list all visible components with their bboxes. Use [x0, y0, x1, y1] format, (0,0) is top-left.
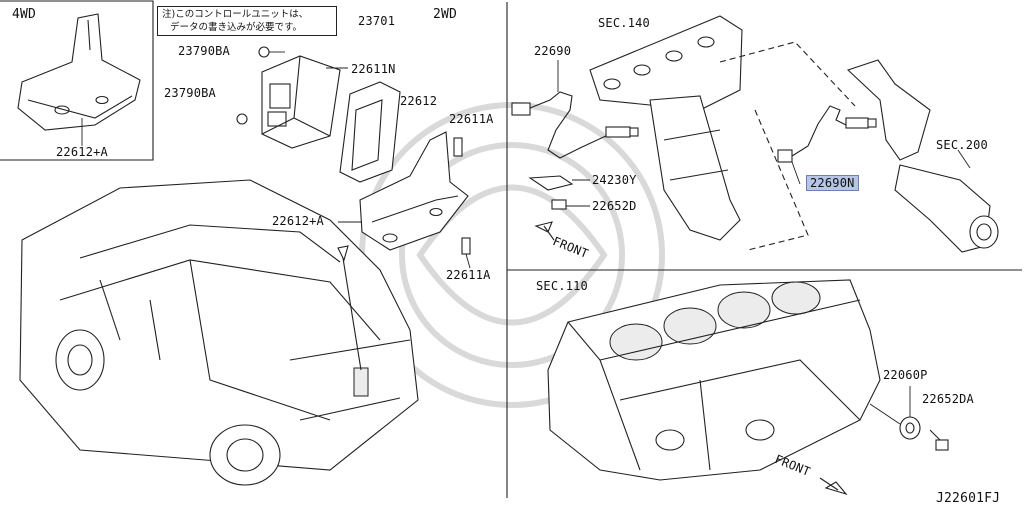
- ecm-control-unit: [236, 46, 348, 149]
- o2-sensor-upstream: [511, 60, 639, 159]
- front-arrow-top: [534, 221, 555, 241]
- note-line-2: データの書き込みが必要です。: [170, 22, 303, 33]
- part-label-22612[interactable]: 22612: [400, 94, 438, 108]
- ecm-bracket: [339, 81, 401, 183]
- section-label-sec200[interactable]: SEC.200: [936, 138, 988, 152]
- bracket-2wd: [338, 131, 471, 269]
- part-label-22612a-mid[interactable]: 22612+A: [272, 214, 324, 228]
- part-label-22690[interactable]: 22690: [534, 44, 572, 58]
- section-label-sec140[interactable]: SEC.140: [598, 16, 650, 30]
- cylinder-block: [547, 279, 881, 481]
- front-exhaust-tube: [846, 59, 999, 253]
- ecm-programming-note: 注)このコントロールユニットは、 データの書き込みが必要です。: [157, 6, 337, 36]
- panel-dividers: [0, 0, 1022, 498]
- o2-sensor-downstream: [777, 105, 877, 185]
- part-label-22060p[interactable]: 22060P: [883, 368, 928, 382]
- section-label-sec110[interactable]: SEC.110: [536, 279, 588, 293]
- part-label-23790ba-mid[interactable]: 23790BA: [164, 86, 216, 100]
- part-label-22652d[interactable]: 22652D: [592, 199, 637, 213]
- front-arrow-bottom: [819, 477, 848, 496]
- dashed-callouts: [719, 41, 856, 251]
- vehicle-suv: [19, 179, 419, 486]
- part-label-23790ba-top[interactable]: 23790BA: [178, 44, 230, 58]
- note-line-1: 注)このコントロールユニットは、: [162, 9, 309, 20]
- knock-sensor: [869, 386, 949, 451]
- bracket-4wd: [17, 13, 141, 146]
- part-label-24230y[interactable]: 24230Y: [592, 173, 637, 187]
- drive-label-4wd: 4WD: [12, 7, 37, 22]
- part-label-22652da[interactable]: 22652DA: [922, 392, 974, 406]
- part-label-22612a-left[interactable]: 22612+A: [56, 145, 108, 159]
- part-label-22690n-highlighted[interactable]: 22690N: [806, 175, 859, 191]
- part-label-23701[interactable]: 23701: [358, 14, 396, 28]
- part-label-22611a-top[interactable]: 22611A: [449, 112, 494, 126]
- part-label-22611n[interactable]: 22611N: [351, 62, 396, 76]
- exhaust-manifold: [589, 15, 743, 241]
- drive-label-2wd: 2WD: [433, 7, 458, 22]
- diagram-code: J22601FJ: [936, 491, 1001, 506]
- clamp-and-bolt: [528, 175, 590, 210]
- part-label-22611a-bottom[interactable]: 22611A: [446, 268, 491, 282]
